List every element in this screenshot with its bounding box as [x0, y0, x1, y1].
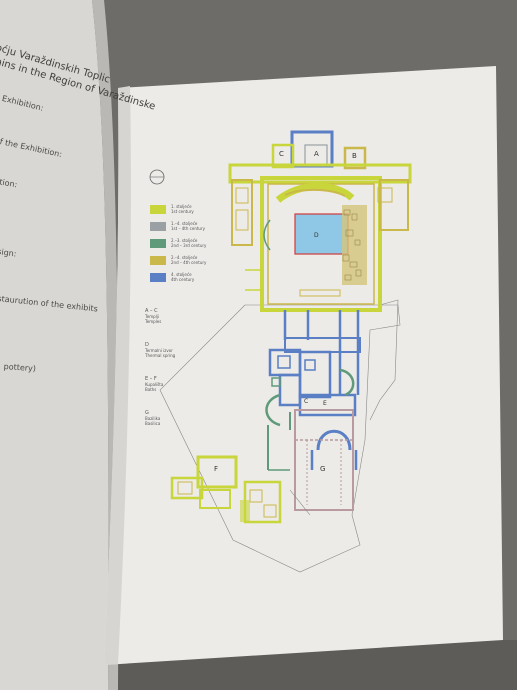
thermal-spring [275, 182, 367, 297]
plan-label-d: D [314, 232, 319, 239]
left-page [0, 0, 109, 690]
baths-f [170, 455, 282, 524]
legend-swatch-1st-4th [150, 222, 166, 231]
left-page-line-6: sign: [0, 247, 18, 259]
plan-label-a: A [314, 150, 319, 158]
plan-label-g: G [320, 465, 326, 473]
plan-label-b: B [352, 152, 357, 160]
plan-label-c2: C [304, 398, 309, 405]
main-precinct [228, 163, 412, 312]
legend-swatch-1st [150, 205, 166, 214]
basilica-g [294, 409, 354, 511]
wall-fragments [267, 425, 311, 516]
page-gutter-shadow [104, 86, 131, 665]
legend-swatch-4th [150, 273, 166, 282]
right-page [104, 66, 503, 665]
plan-label-c: C [279, 150, 284, 158]
legend-swatches [150, 205, 166, 282]
plan-label-f: F [214, 465, 219, 473]
legend-swatch-2nd-3rd [150, 239, 166, 248]
baths-e [265, 348, 358, 470]
plan-label-e: E [323, 400, 327, 407]
legend-swatch-2nd-4th [150, 256, 166, 265]
